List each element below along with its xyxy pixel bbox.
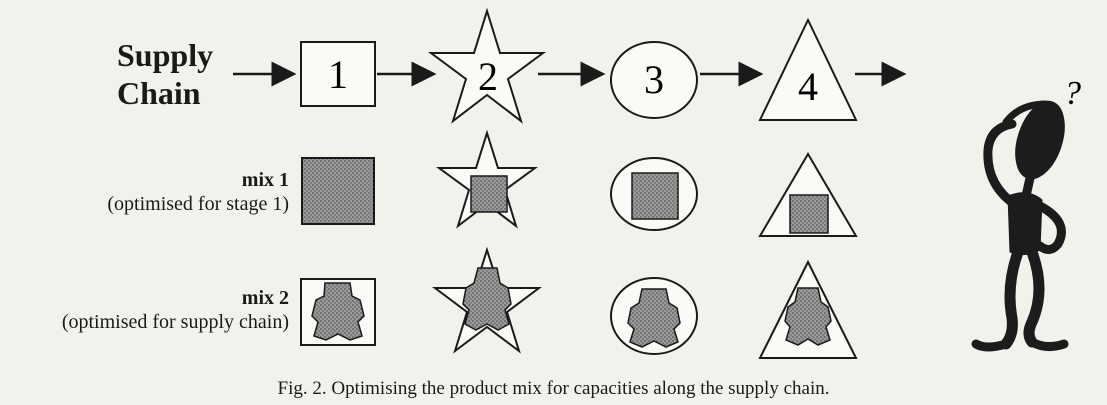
stage-2-star [427, 7, 547, 124]
stage-4-triangle [758, 17, 858, 121]
mix-2-name: mix 2 [241, 287, 289, 309]
mix-2-stage-2-product [462, 267, 512, 331]
mix-2-stage-4-product [784, 287, 832, 346]
mix-1-name: mix 1 [241, 169, 289, 191]
mix-1-note: (optimised for stage 1) [107, 193, 289, 215]
mix-2-label: mix 2 (optimised for supply chain) [62, 286, 289, 334]
figure-caption: Fig. 2. Optimising the product mix for c… [277, 378, 830, 399]
title-line-2: Chain [117, 75, 201, 111]
mix-1-stage-3-product [631, 172, 679, 220]
mix-1-stage-2-product [470, 175, 508, 213]
title-line-1: Supply [117, 37, 214, 73]
stage-3-label: 3 [644, 57, 664, 102]
stage-4-label: 4 [798, 64, 818, 109]
mix-1-stage-4-product [789, 194, 829, 234]
mix-2-note: (optimised for supply chain) [61, 311, 289, 333]
mix-1-label: mix 1 (optimised for stage 1) [107, 168, 289, 216]
stage-3-circle [610, 41, 698, 119]
stage-1-square [300, 41, 376, 107]
mix-2-stage-1-product [311, 282, 365, 341]
mix-2-stage-3-product [627, 288, 681, 348]
puzzled-person-icon [971, 100, 1069, 352]
supply-chain-title: Supply Chain [117, 36, 213, 112]
stage-2-label: 2 [478, 54, 498, 99]
question-mark: ? [1064, 75, 1081, 112]
stage-1-label: 1 [328, 52, 348, 97]
mix-1-stage-1-square-filled [301, 157, 375, 225]
